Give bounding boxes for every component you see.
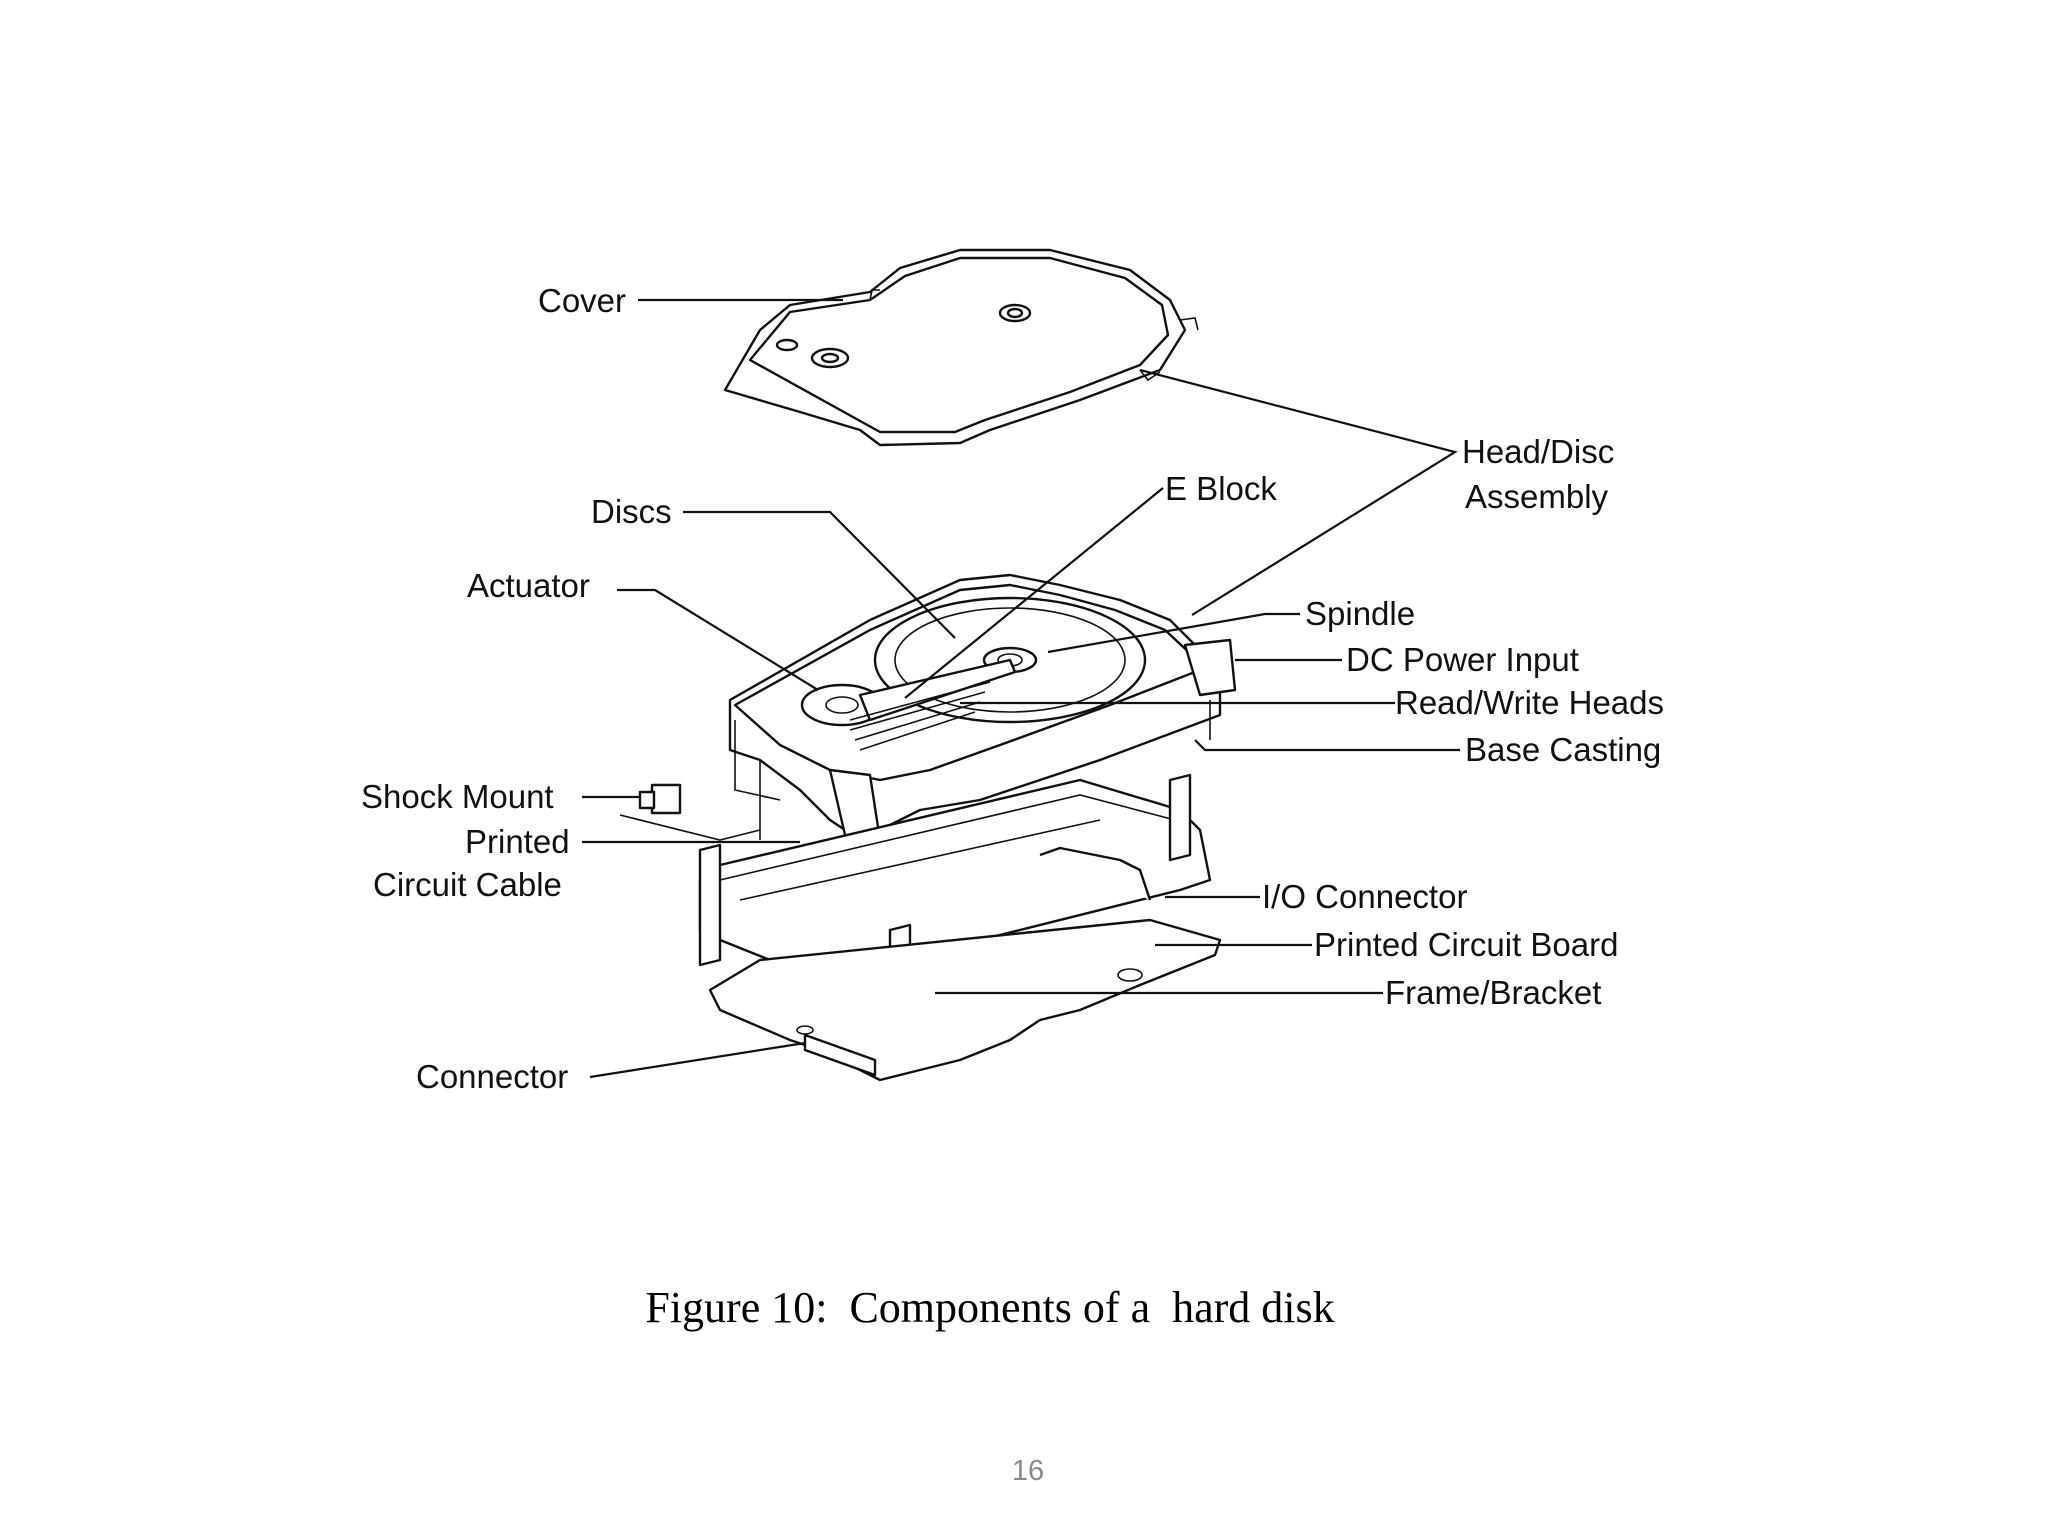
label-printed-circuit-cable-line1: Printed [465, 823, 570, 860]
label-head-disc-assembly-line1: Head/Disc [1462, 433, 1614, 470]
cover-part [723, 248, 1199, 447]
label-discs: Discs [591, 493, 672, 530]
label-shock-mount: Shock Mount [361, 778, 554, 815]
label-connector: Connector [416, 1058, 568, 1095]
label-cover: Cover [538, 282, 626, 319]
label-e-block: E Block [1165, 470, 1277, 507]
label-frame-bracket: Frame/Bracket [1385, 974, 1601, 1011]
label-base-casting: Base Casting [1465, 731, 1661, 768]
label-read-write-heads: Read/Write Heads [1395, 684, 1664, 721]
label-printed-circuit-board: Printed Circuit Board [1314, 926, 1618, 963]
base-casting-part [728, 573, 1237, 842]
leader-lines [582, 298, 1460, 1079]
label-dc-power-input: DC Power Input [1346, 641, 1579, 678]
figure-caption: Figure 10: Components of a hard disk [645, 1283, 1335, 1332]
label-head-disc-assembly-line2: Assembly [1465, 478, 1609, 515]
label-spindle: Spindle [1305, 595, 1415, 632]
printed-circuit-board-part [708, 918, 1222, 1082]
label-printed-circuit-cable-line2: Circuit Cable [373, 866, 562, 903]
shock-mount-part [619, 783, 761, 841]
page-number: 16 [1011, 1455, 1045, 1487]
label-actuator: Actuator [467, 567, 590, 604]
label-io-connector: I/O Connector [1262, 878, 1467, 915]
